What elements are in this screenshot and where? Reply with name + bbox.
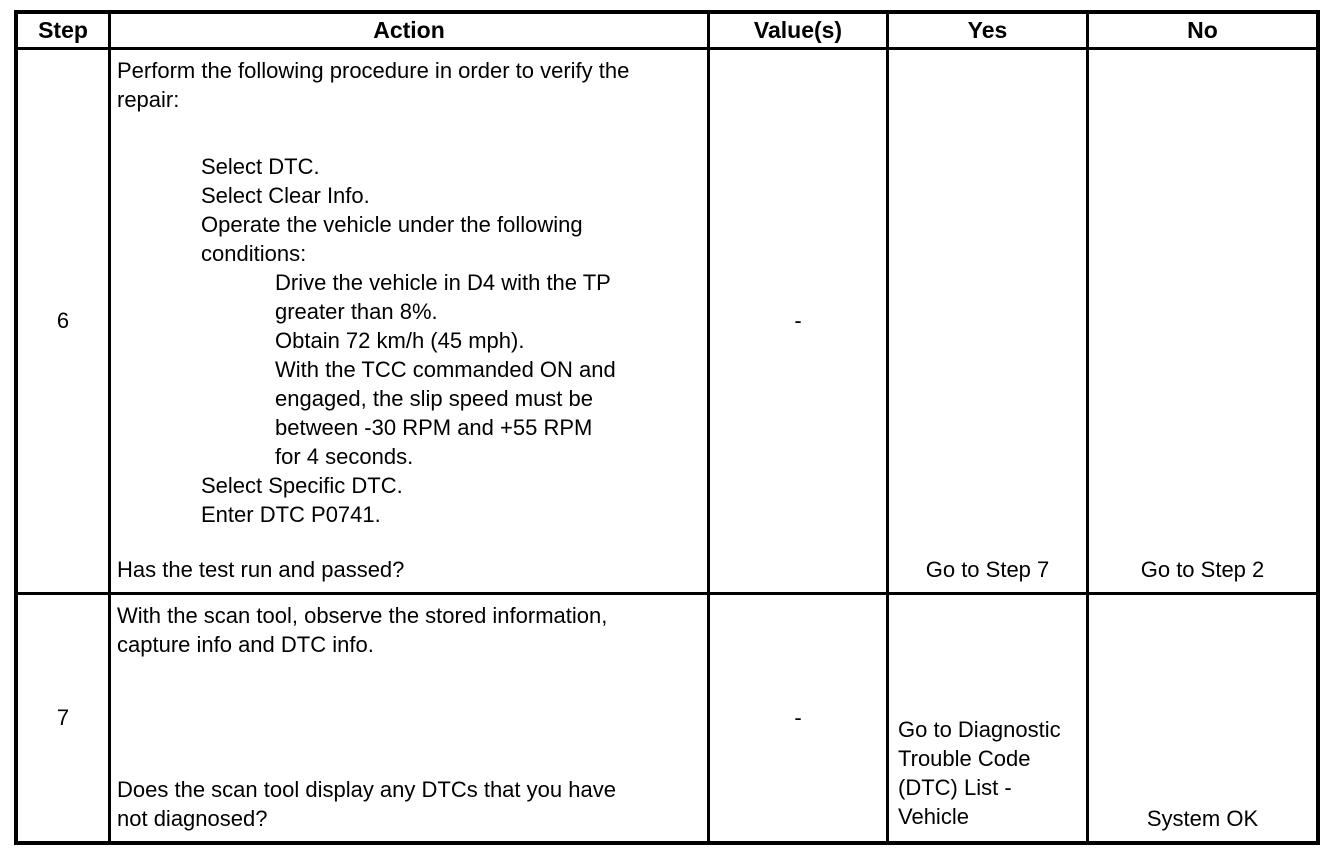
action-substeps-level2: Drive the vehicle in D4 with the TP grea… bbox=[275, 270, 616, 469]
step-cell: 7 bbox=[18, 595, 111, 841]
action-cell: With the scan tool, observe the stored i… bbox=[111, 595, 710, 841]
action-substeps-level1b: Select Specific DTC. Enter DTC P0741. bbox=[201, 473, 403, 527]
no-cell: System OK bbox=[1146, 806, 1259, 831]
step-cell: 6 bbox=[18, 50, 111, 595]
no-cell: Go to Step 2 bbox=[1089, 50, 1316, 595]
value-cell: - bbox=[710, 50, 889, 595]
action-question: Has the test run and passed? bbox=[117, 557, 405, 582]
header-no: No bbox=[1089, 14, 1316, 50]
yes-cell: Go to Diagnostic Trouble Code (DTC) List… bbox=[889, 595, 1089, 841]
yes-cell: Go to Step 7 bbox=[889, 50, 1089, 595]
value-cell: - bbox=[710, 595, 889, 841]
header-values: Value(s) bbox=[710, 14, 889, 50]
header-step: Step bbox=[18, 14, 111, 50]
header-yes: Yes bbox=[889, 14, 1089, 50]
action-intro: Perform the following procedure in order… bbox=[117, 58, 630, 112]
header-action: Action bbox=[111, 14, 710, 50]
action-substeps-level1: Select DTC. Select Clear Info. Operate t… bbox=[201, 154, 583, 266]
action-question: Does the scan tool display any DTCs that… bbox=[117, 777, 616, 831]
action-cell: Perform the following procedure in order… bbox=[111, 50, 710, 595]
action-intro: With the scan tool, observe the stored i… bbox=[117, 603, 608, 657]
diagnostic-table: Step Action Value(s) Yes No 6 Perform th… bbox=[14, 10, 1320, 845]
